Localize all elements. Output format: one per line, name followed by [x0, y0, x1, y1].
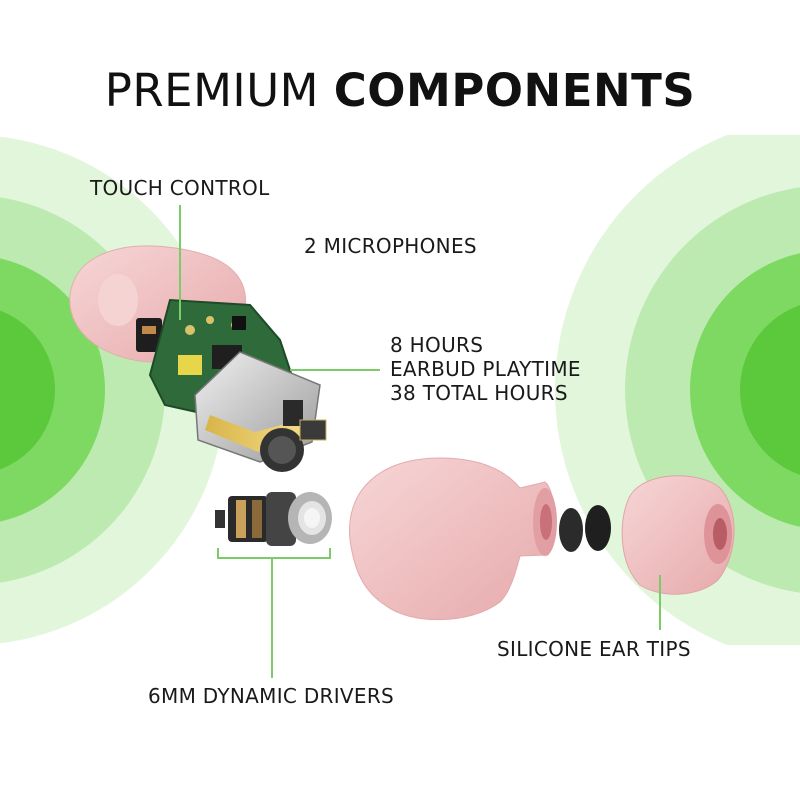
drivers-label: 6MM DYNAMIC DRIVERS	[148, 684, 395, 708]
title-bold: COMPONENTS	[333, 64, 696, 117]
mesh-filters	[559, 505, 611, 552]
earbud-shell	[349, 457, 557, 621]
dynamic-driver	[215, 492, 332, 546]
playtime-line-1: 8 HOURS	[390, 333, 484, 357]
playtime-line-3: 38 TOTAL HOURS	[390, 381, 568, 405]
touch-control-label: TOUCH CONTROL	[90, 176, 270, 200]
page-title: PREMIUM COMPONENTS	[0, 64, 800, 117]
microphones-label: 2 MICROPHONES	[304, 234, 477, 258]
right-rings	[555, 135, 800, 645]
ear-tip	[621, 475, 735, 595]
title-light: PREMIUM	[104, 64, 334, 117]
playtime-line-2: EARBUD PLAYTIME	[390, 357, 581, 381]
playtime-label: 8 HOURS EARBUD PLAYTIME 38 TOTAL HOURS	[390, 333, 581, 405]
ear-tips-label: SILICONE EAR TIPS	[497, 637, 691, 661]
drivers-callout	[217, 548, 331, 678]
exploded-earbud	[69, 245, 327, 472]
callout-lines	[179, 205, 661, 678]
